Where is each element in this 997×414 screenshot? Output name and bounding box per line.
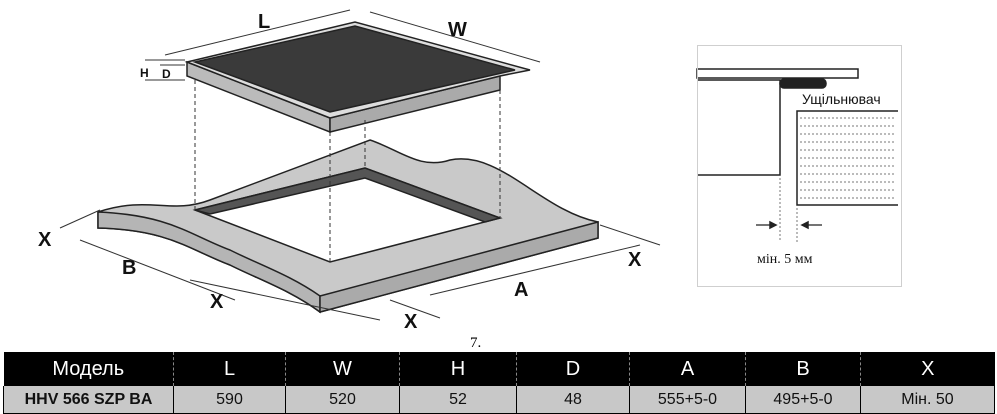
dim-label-x-front: X — [404, 311, 418, 333]
dim-label-a: A — [514, 279, 528, 301]
cell-model: HHV 566 SZP BA — [3, 386, 174, 414]
figure-number: 7. — [470, 335, 482, 351]
cell-d: 48 — [516, 386, 630, 414]
dim-label-b: B — [122, 257, 136, 279]
cell-w: 520 — [285, 386, 400, 414]
dim-label-x-bottom: X — [210, 291, 224, 313]
detail-frame — [697, 45, 902, 287]
header-l: L — [173, 352, 286, 386]
dim-label-x-right: X — [628, 249, 642, 271]
guide-lines — [194, 80, 501, 262]
cell-l: 590 — [173, 386, 286, 414]
cell-h: 52 — [399, 386, 517, 414]
cell-a: 555+5-0 — [629, 386, 746, 414]
header-a: A — [629, 352, 746, 386]
dimensions-table: Модель L W H D A B X HHV 566 SZP BA 590 … — [3, 352, 995, 414]
header-d: D — [516, 352, 630, 386]
dim-label-d: D — [162, 67, 171, 81]
header-model: Модель — [3, 352, 174, 386]
seal-detail — [696, 68, 898, 242]
header-b: B — [745, 352, 861, 386]
dim-label-w: W — [448, 19, 467, 41]
dim-label-h: H — [140, 66, 149, 80]
cell-x: Мін. 50 — [860, 386, 995, 414]
installation-diagram: L W H D X B X X A X Ущільнювач мін. 5 мм — [38, 9, 898, 333]
gap-label: мін. 5 мм — [757, 252, 813, 267]
header-w: W — [285, 352, 400, 386]
dimension-lines — [59, 9, 661, 321]
cell-b: 495+5-0 — [745, 386, 861, 414]
header-h: H — [399, 352, 517, 386]
table-row: HHV 566 SZP BA 590 520 52 48 555+5-0 495… — [3, 386, 995, 414]
hob — [184, 21, 531, 134]
header-x: X — [860, 352, 995, 386]
table-header-row: Модель L W H D A B X — [3, 352, 995, 386]
dim-label-l: L — [258, 11, 270, 33]
dim-label-x-left: X — [38, 229, 52, 251]
countertop — [97, 139, 599, 314]
seal-label: Ущільнювач — [802, 91, 881, 107]
